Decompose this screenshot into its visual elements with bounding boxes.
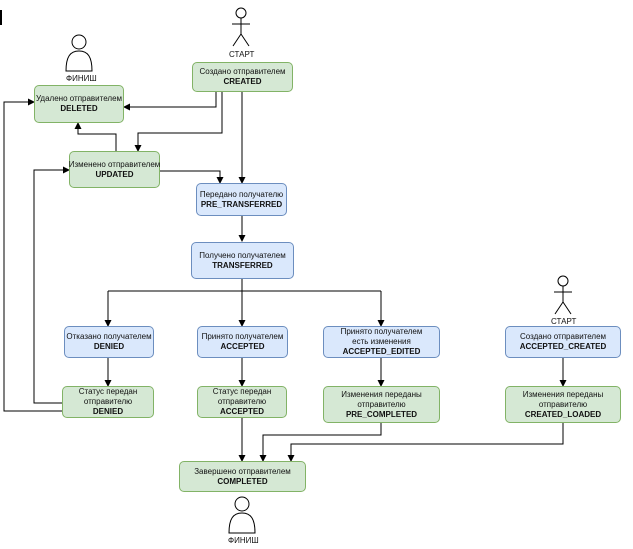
- state-completed: Завершено отправителем COMPLETED: [179, 461, 306, 492]
- start-right-label: СТАРТ: [551, 317, 577, 326]
- state-pre-transferred: Передано получателю PRE_TRANSFERRED: [196, 183, 287, 216]
- start-right-actor-icon: [554, 275, 572, 315]
- state-status-accepted: Статус передан отправителю ACCEPTED: [197, 386, 287, 418]
- state-deleted: Удалено отправителем DELETED: [34, 85, 124, 123]
- finish-top-label: ФИНИШ: [66, 74, 97, 83]
- edge-created-deleted: [123, 92, 217, 111]
- edge-updated-deleted: [74, 122, 117, 151]
- state-accepted: Принято получателем ACCEPTED: [197, 326, 288, 358]
- state-pre-completed: Изменения переданы отправителю PRE_COMPL…: [323, 386, 440, 423]
- edge-createdloaded-completed: [287, 423, 564, 462]
- edge-transferred-fan: [108, 279, 381, 292]
- state-transferred: Получено получателем TRANSFERRED: [191, 242, 294, 279]
- edge-statusdenied-deleted: [3, 98, 62, 412]
- state-accepted-created: Создано отправителем ACCEPTED_CREATED: [505, 326, 621, 358]
- finish-bottom-actor-icon: [228, 496, 256, 534]
- edge-updated-pretransferred: [160, 170, 224, 184]
- state-created-loaded: Изменения переданы отправителю CREATED_L…: [505, 386, 621, 423]
- page-corner-mark: [0, 10, 2, 25]
- start-actor-icon: [232, 7, 250, 47]
- state-denied: Отказано получателем DENIED: [64, 326, 154, 358]
- state-created: Создано отправителем CREATED: [192, 62, 293, 92]
- edge-statusdenied-updated: [33, 166, 70, 404]
- edge-precompleted-completed: [259, 423, 382, 462]
- state-status-denied: Статус передан отправителю DENIED: [62, 386, 154, 418]
- edge-created-updated: [134, 92, 223, 152]
- finish-bottom-label: ФИНИШ: [228, 536, 259, 545]
- state-accepted-edited: Принято получателем есть изменения ACCEP…: [323, 326, 440, 358]
- state-updated: Изменено отправителем UPDATED: [69, 151, 160, 188]
- start-top-label: СТАРТ: [229, 50, 255, 59]
- finish-actor-icon: [65, 34, 93, 72]
